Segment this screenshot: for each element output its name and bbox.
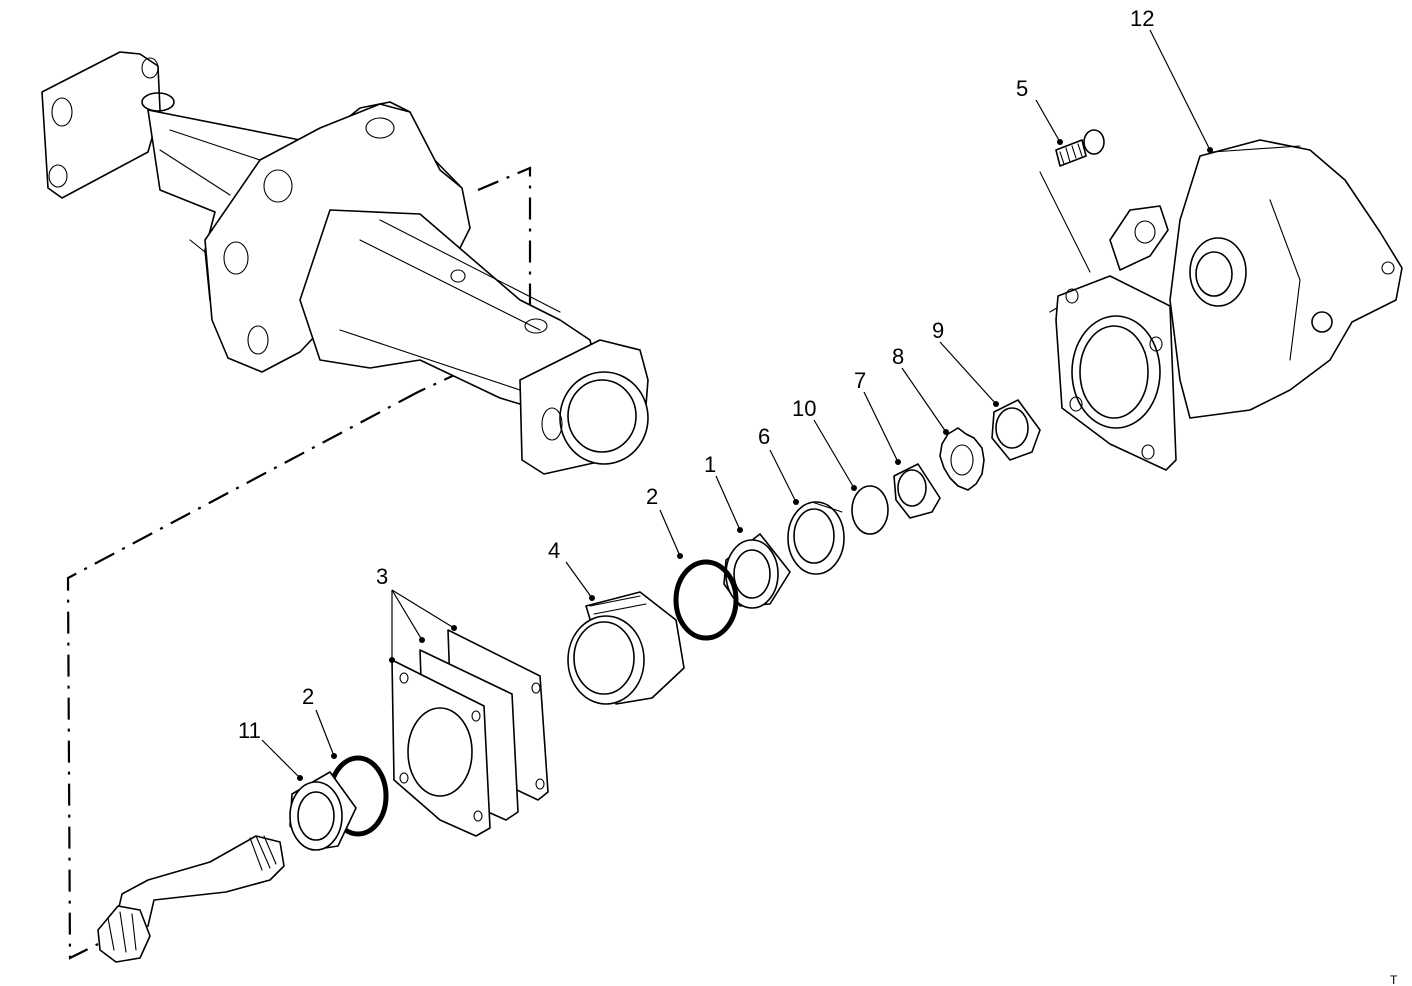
callout-labels: 12 5 9 8 7 10 6 1 2 4 3 2 11 T	[238, 6, 1398, 986]
adapter-housing	[1055, 139, 1403, 471]
callout-7: 7	[854, 368, 866, 393]
output-shaft	[97, 835, 285, 963]
callout-3: 3	[376, 564, 388, 589]
callout-6: 6	[758, 424, 770, 449]
gasket-plates	[391, 629, 549, 837]
spacer-collar	[893, 463, 941, 519]
callout-8: 8	[892, 344, 904, 369]
callout-4: 4	[548, 538, 560, 563]
lock-nut	[991, 399, 1041, 461]
transfer-case-housing	[41, 51, 649, 475]
leader-lines	[261, 29, 1213, 781]
corner-mark: T	[1390, 973, 1398, 986]
bearing-retainer	[567, 591, 685, 705]
callout-10: 10	[792, 396, 816, 421]
callout-2-upper: 2	[646, 484, 658, 509]
callout-1: 1	[704, 452, 716, 477]
snap-ring	[851, 485, 889, 535]
callout-2-lower: 2	[302, 684, 314, 709]
callout-9: 9	[932, 318, 944, 343]
callout-5: 5	[1016, 76, 1028, 101]
oil-seal	[787, 501, 845, 575]
callout-11: 11	[238, 718, 261, 743]
callout-12: 12	[1130, 6, 1154, 31]
lock-washer	[939, 427, 985, 491]
bolt	[1055, 129, 1105, 167]
snap-ring-upper	[673, 559, 739, 641]
rear-bearing	[289, 771, 357, 851]
